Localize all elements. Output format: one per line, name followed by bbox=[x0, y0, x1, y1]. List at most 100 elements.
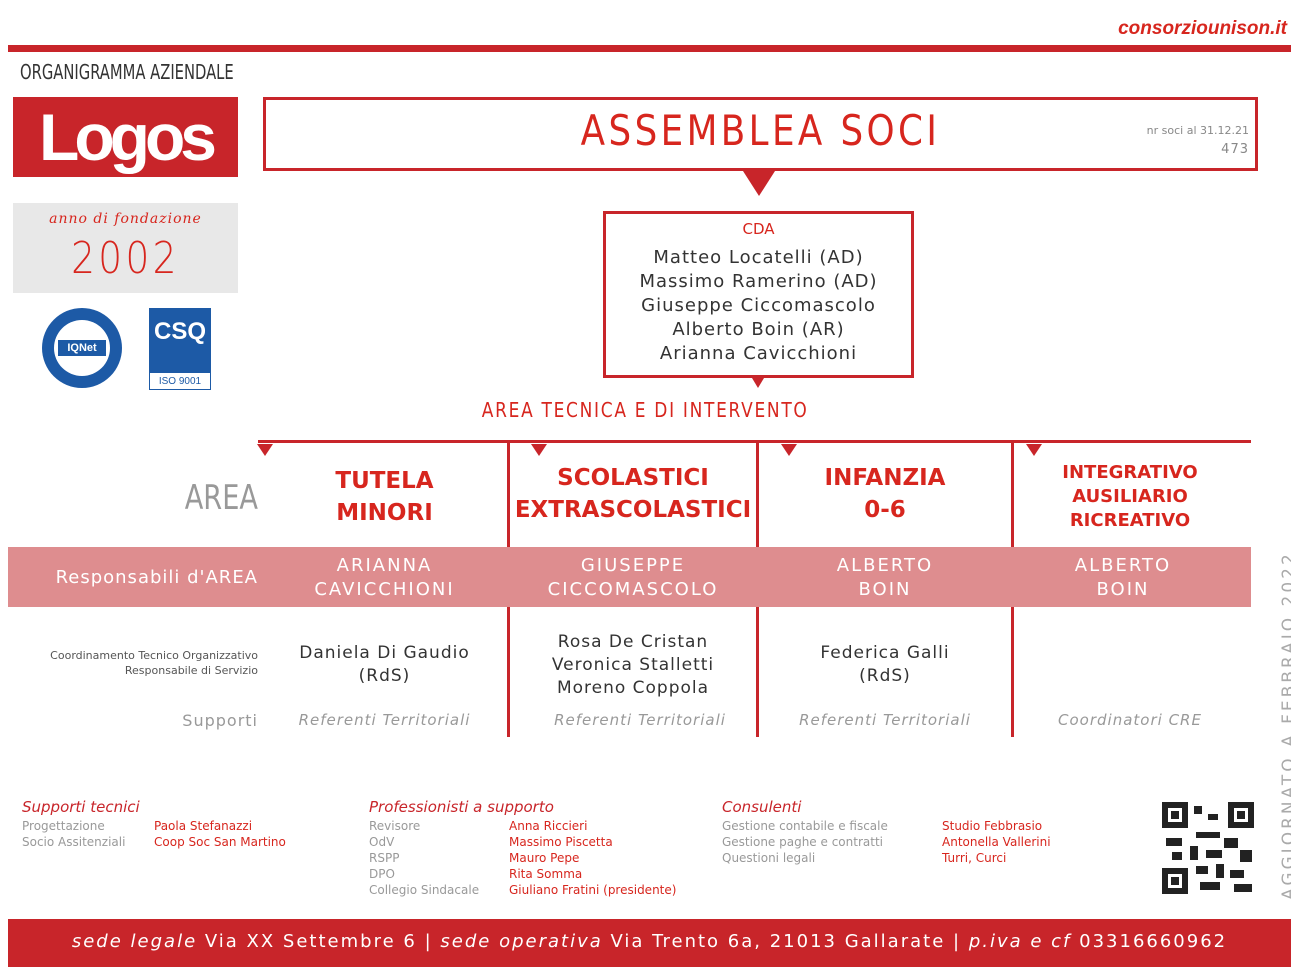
arrow-down-icon bbox=[743, 171, 775, 196]
arrow-down-icon bbox=[531, 444, 547, 456]
area-managers-band bbox=[8, 547, 1251, 607]
csq-certification-logo: CSQ ISO 9001 bbox=[149, 308, 211, 390]
area-support: Referenti Territoriali bbox=[554, 711, 726, 729]
area-support: Referenti Territoriali bbox=[298, 711, 471, 729]
footer-value: Massimo Piscetta bbox=[509, 835, 613, 849]
coordinator: Moreno Coppola bbox=[556, 678, 710, 698]
board-box bbox=[603, 211, 914, 378]
arrow-down-icon bbox=[781, 444, 797, 456]
coordination-row-label: Coordinamento Tecnico Organizzativo Resp… bbox=[8, 648, 258, 678]
footer-value: Antonella Vallerini bbox=[942, 835, 1051, 849]
members-count: 473 bbox=[1221, 142, 1249, 157]
technical-supports-title: Supporti tecnici bbox=[22, 798, 140, 816]
coordination-label-line: Responsabile di Servizio bbox=[124, 664, 258, 677]
footer-value: Coop Soc San Martino bbox=[154, 835, 286, 849]
technical-supports-labels: Progettazione Socio Assitenziali bbox=[22, 818, 125, 850]
area-coordinators: Federica Galli (RdS) bbox=[759, 642, 1011, 688]
footer-value: Turri, Curci bbox=[942, 851, 1007, 865]
manager-line: ALBERTO bbox=[1074, 555, 1172, 576]
board-title: CDA bbox=[742, 220, 775, 238]
iqnet-certification-logo: IQNet bbox=[42, 308, 122, 388]
board-member: Giuseppe Ciccomascolo bbox=[641, 295, 876, 316]
vat-label: p.iva e cf bbox=[968, 931, 1072, 952]
area-name-line: INFANZIA bbox=[824, 465, 946, 491]
area-name-line: RICREATIVO bbox=[1069, 510, 1191, 531]
footer-label: Progettazione bbox=[22, 819, 105, 833]
footer-label: Gestione paghe e contratti bbox=[722, 835, 883, 849]
operative-address: Via Trento 6a, 21013 Gallarate bbox=[610, 931, 946, 952]
footer-value: Studio Febbrasio bbox=[942, 819, 1043, 833]
manager-line: GIUSEPPE bbox=[580, 555, 686, 576]
manager-line: CAVICCHIONI bbox=[314, 579, 455, 600]
professionals-title: Professionisti a supporto bbox=[369, 798, 554, 816]
coordinator: (RdS) bbox=[358, 666, 411, 686]
technical-supports-values: Paola Stefanazzi Coop Soc San Martino bbox=[154, 818, 286, 850]
updated-note: AGGIORNATO A FEBBRAIO 2022 bbox=[1279, 551, 1291, 900]
org-chart-title: ORGANIGRAMMA AZIENDALE bbox=[20, 60, 234, 84]
manager-line: CICCOMASCOLO bbox=[547, 579, 719, 600]
address-bar bbox=[8, 919, 1291, 967]
board-member: Arianna Cavicchioni bbox=[659, 343, 858, 364]
footer-label: DPO bbox=[369, 867, 395, 881]
arrow-down-icon bbox=[752, 378, 764, 388]
separator: | bbox=[953, 931, 962, 952]
separator: | bbox=[424, 931, 433, 952]
founding-year-box: anno di fondazione 2002 bbox=[13, 203, 238, 293]
vat-number: 03316660962 bbox=[1079, 931, 1228, 952]
area-name-line: MINORI bbox=[336, 500, 433, 526]
founding-year: 2002 bbox=[71, 233, 180, 284]
coordinator: Federica Galli bbox=[820, 643, 950, 663]
board-member: Alberto Boin (AR) bbox=[672, 319, 845, 340]
footer-value: Rita Somma bbox=[509, 867, 583, 881]
area-section-title: AREA TECNICA E DI INTERVENTO bbox=[481, 398, 809, 422]
address-text: sede legale Via XX Settembre 6 | sede op… bbox=[8, 931, 1291, 952]
area-name-line: AUSILIARIO bbox=[1072, 486, 1188, 507]
area-name-line: EXTRASCOLASTICI bbox=[514, 497, 752, 523]
area-row-label: AREA bbox=[184, 478, 258, 518]
coordinator: (RdS) bbox=[859, 666, 911, 686]
connector-horizontal bbox=[258, 440, 1251, 443]
managers-row-label: Responsabili d'AREA bbox=[55, 567, 258, 588]
area-coordinators: Rosa De Cristan Veronica Stalletti Moren… bbox=[510, 631, 756, 700]
supports-row-label: Supporti bbox=[182, 711, 258, 730]
legal-label: sede legale bbox=[71, 931, 198, 952]
footer-label: Collegio Sindacale bbox=[369, 883, 480, 897]
coordinator: Daniela Di Gaudio bbox=[299, 643, 470, 663]
area-name-infanzia: INFANZIA 0-6 bbox=[759, 462, 1011, 526]
footer-label: Questioni legali bbox=[722, 851, 816, 865]
footer-value: Giuliano Fratini (presidente) bbox=[509, 883, 677, 897]
professionals-labels: Revisore OdV RSPP DPO Collegio Sindacale bbox=[369, 818, 479, 898]
arrow-down-icon bbox=[1026, 444, 1042, 456]
csq-label: CSQ bbox=[153, 318, 206, 345]
operative-label: sede operativa bbox=[440, 931, 603, 952]
footer-value: Paola Stefanazzi bbox=[154, 819, 253, 833]
manager-line: BOIN bbox=[1096, 579, 1150, 600]
consultants-values: Studio Febbrasio Antonella Vallerini Tur… bbox=[942, 818, 1051, 866]
footer-value: Mauro Pepe bbox=[509, 851, 580, 865]
coordinator: Veronica Stalletti bbox=[551, 655, 715, 675]
footer-label: Socio Assitenziali bbox=[22, 835, 126, 849]
footer-label: Revisore bbox=[369, 819, 421, 833]
company-logo: Logos bbox=[13, 97, 238, 177]
manager-line: ALBERTO bbox=[836, 555, 934, 576]
assembly-box bbox=[263, 97, 1258, 171]
members-label: nr soci al 31.12.21 bbox=[1146, 124, 1249, 137]
board-member: Matteo Locatelli (AD) bbox=[653, 247, 864, 268]
area-coordinators: Daniela Di Gaudio (RdS) bbox=[262, 642, 507, 688]
coordination-label-line: Coordinamento Tecnico Organizzativo bbox=[50, 649, 258, 662]
qr-code-icon bbox=[1162, 802, 1254, 894]
consultants-labels: Gestione contabile e fiscale Gestione pa… bbox=[722, 818, 888, 866]
area-manager: ALBERTO BOIN bbox=[759, 554, 1011, 602]
area-support: Referenti Territoriali bbox=[799, 711, 971, 729]
board-members: Matteo Locatelli (AD) Massimo Ramerino (… bbox=[603, 246, 914, 366]
area-name-line: TUTELA bbox=[335, 468, 434, 494]
footer-label: RSPP bbox=[369, 851, 400, 865]
area-support: Coordinatori CRE bbox=[1058, 711, 1202, 729]
area-manager: ALBERTO BOIN bbox=[1014, 554, 1232, 602]
iqnet-label: IQNet bbox=[58, 340, 106, 356]
footer-label: Gestione contabile e fiscale bbox=[722, 819, 888, 833]
footer-label: OdV bbox=[369, 835, 395, 849]
area-name-tutela: TUTELA MINORI bbox=[262, 465, 507, 529]
website-link[interactable]: consorziounison.it bbox=[1118, 18, 1287, 39]
manager-line: BOIN bbox=[858, 579, 912, 600]
